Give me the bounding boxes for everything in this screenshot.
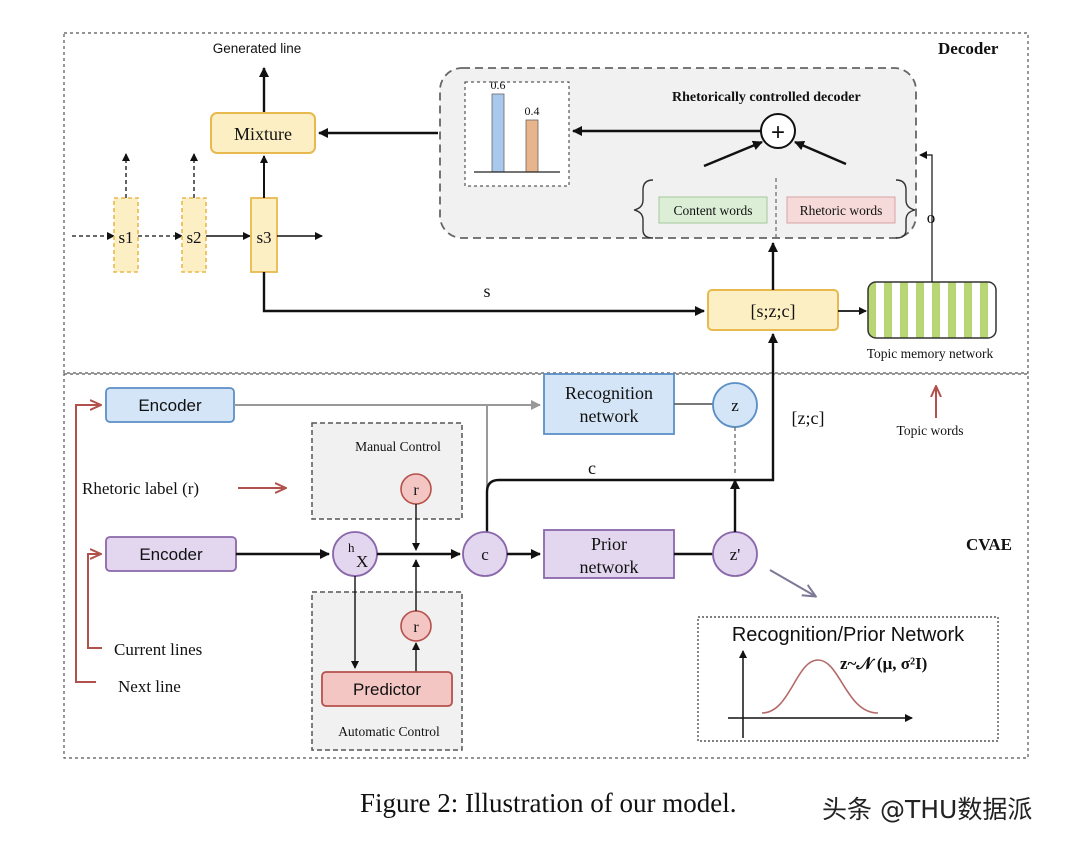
distribution-chart-frame — [464, 81, 570, 187]
topic-memory-network — [867, 281, 997, 339]
zprime-to-inset-arrow — [769, 569, 815, 596]
decoder-panel — [63, 32, 1029, 374]
prior-label-2: network — [580, 557, 639, 577]
s-label: s — [483, 281, 490, 301]
cvae-title: CVAE — [966, 535, 1012, 554]
hx-label-x: X — [356, 552, 368, 571]
z-prime-label: z' — [730, 545, 741, 564]
automatic-control-box — [311, 591, 463, 751]
distribution-bar-2 — [525, 119, 539, 173]
content-words-box — [658, 196, 768, 224]
memory-to-decoder-arrow — [919, 151, 933, 282]
left-brace — [633, 179, 654, 239]
automatic-control-label: Automatic Control — [338, 724, 440, 739]
mixture-box — [210, 112, 316, 154]
encoder-top-label: Encoder — [138, 396, 202, 415]
decoder-title: Decoder — [938, 39, 999, 58]
state-s3-label: s3 — [256, 228, 271, 247]
distribution-bar-label-2: 0.4 — [525, 104, 540, 118]
distribution-bars: 0.6 0.4 — [491, 78, 540, 173]
manual-control-box — [311, 422, 463, 520]
c-to-concat-arrow — [485, 333, 778, 535]
predictor-label: Predictor — [353, 680, 421, 699]
state-s3 — [250, 197, 278, 273]
r-auto-label: r — [413, 619, 419, 636]
prior-label-1: Prior — [591, 534, 627, 554]
rhetoric-label-text: Rhetoric label (r) — [82, 479, 199, 498]
mixture-label: Mixture — [234, 124, 292, 144]
r-manual-label: r — [413, 482, 419, 499]
recognition-label-1: Recognition — [565, 383, 653, 403]
distribution-bar-label-1: 0.6 — [491, 78, 506, 92]
content-to-plus-arrow — [703, 140, 763, 168]
right-brace — [895, 179, 916, 239]
generated-line-label: Generated line — [213, 41, 302, 56]
gaussian-formula: z~𝒩 (μ, σ²I) — [840, 654, 927, 673]
figure-caption: Figure 2: Illustration of our model. — [360, 788, 737, 818]
inset-title: Recognition/Prior Network — [732, 624, 965, 646]
o-label: o — [927, 208, 936, 227]
rhetoric-to-plus-arrow — [794, 140, 847, 166]
topic-words-label: Topic words — [897, 423, 964, 438]
z-label: z — [731, 396, 739, 415]
c-node-label: c — [481, 545, 489, 564]
encoder-bottom-label: Encoder — [139, 545, 203, 564]
hx-label-h: h — [348, 540, 355, 555]
concat-label: [s;z;c] — [751, 301, 796, 321]
next-line-label: Next line — [118, 677, 181, 696]
plus-sign: + — [771, 119, 785, 146]
next-line-bracket — [75, 405, 100, 683]
watermark: 头条 @THU数据派 — [822, 795, 1033, 824]
state-s1 — [113, 197, 139, 273]
topic-memory-label: Topic memory network — [867, 346, 994, 361]
current-lines-bracket — [87, 554, 102, 649]
gaussian-curve — [761, 659, 879, 714]
hx-node — [332, 531, 378, 577]
current-lines-label: Current lines — [114, 640, 202, 659]
s3-to-concat-arrow — [262, 272, 705, 316]
rhetoric-words-box — [786, 196, 896, 224]
state-s1-label: s1 — [118, 228, 133, 247]
manual-control-label: Manual Control — [355, 439, 441, 454]
content-words-label: Content words — [673, 203, 752, 218]
distribution-bar-1 — [491, 93, 505, 173]
recognition-network — [543, 373, 675, 435]
rhetorical-decoder-title: Rhetorically controlled decoder — [672, 90, 861, 105]
rhetoric-words-label: Rhetoric words — [800, 203, 883, 218]
c-label: c — [588, 458, 596, 478]
recognition-label-2: network — [580, 406, 639, 426]
predictor-box — [321, 671, 453, 707]
zc-label: [z;c] — [792, 408, 825, 428]
state-s2 — [181, 197, 207, 273]
inset-panel — [697, 616, 999, 742]
state-s2-label: s2 — [186, 228, 201, 247]
